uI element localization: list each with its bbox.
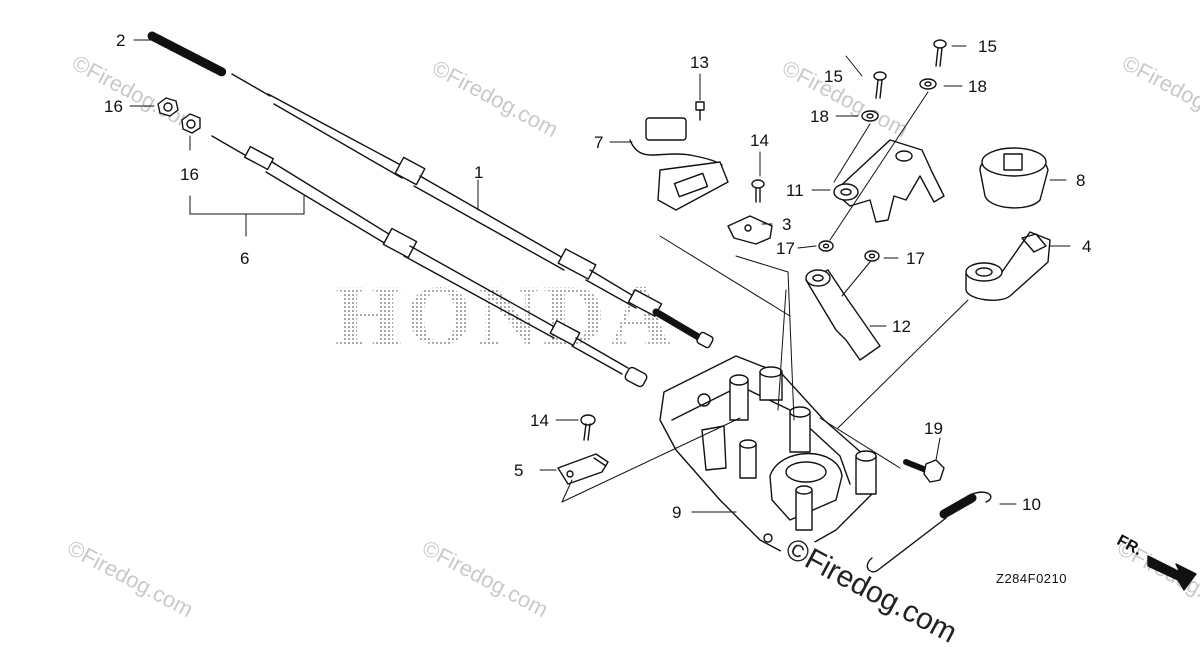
control-base-part — [659, 355, 877, 557]
callout-18: 18 — [810, 107, 829, 126]
callout-8: 8 — [1076, 171, 1086, 190]
switch-part — [629, 117, 729, 211]
callout-17: 17 — [776, 239, 795, 258]
callout-3: 3 — [782, 215, 792, 234]
screw-part — [580, 414, 596, 441]
callout-7: 7 — [594, 133, 604, 152]
parts-diagram: HONDA ©Firedog.com ©Firedog.com ©Firedog… — [63, 31, 1200, 650]
knob-base-part — [979, 147, 1049, 209]
callout-1: 1 — [474, 163, 484, 182]
choke-cable-part — [211, 135, 648, 388]
callout-13: 13 — [690, 53, 709, 72]
callout-4: 4 — [1082, 237, 1092, 256]
callout-5: 5 — [514, 461, 524, 480]
nut-part — [157, 97, 201, 134]
callout-17: 17 — [906, 249, 925, 268]
callout-2: 2 — [116, 31, 126, 50]
leader-lines — [129, 39, 1071, 513]
callout-16: 16 — [180, 165, 199, 184]
honda-watermark: HONDA — [335, 267, 676, 363]
arm-part — [805, 269, 881, 361]
bolt-part — [903, 459, 945, 483]
washer-part — [861, 78, 937, 122]
callout-11: 11 — [786, 181, 804, 200]
knob-part — [965, 231, 1051, 301]
callout-19: 19 — [924, 419, 943, 438]
plate-part — [557, 453, 609, 485]
callout-15: 15 — [978, 37, 997, 56]
callout-9: 9 — [672, 503, 682, 522]
callout-6: 6 — [240, 249, 250, 268]
screw-part — [873, 39, 947, 99]
screw-part — [751, 179, 765, 203]
throttle-cable-part — [231, 73, 714, 349]
callout-12: 12 — [892, 317, 911, 336]
callout-10: 10 — [1022, 495, 1041, 514]
lever-part — [833, 139, 945, 223]
callout-14: 14 — [750, 131, 769, 150]
callout-14: 14 — [530, 411, 549, 430]
drawing-code: Z284F0210 — [996, 571, 1067, 586]
small-screw-part — [695, 101, 705, 121]
diagram-drawing — [129, 31, 1197, 591]
washer-part — [818, 240, 880, 262]
front-arrow-icon — [1147, 555, 1197, 591]
clip-part — [727, 215, 773, 245]
callout-16: 16 — [104, 97, 123, 116]
callout-18: 18 — [968, 77, 987, 96]
spring-part — [147, 31, 227, 77]
callout-15: 15 — [824, 67, 843, 86]
return-spring-part — [866, 491, 992, 573]
